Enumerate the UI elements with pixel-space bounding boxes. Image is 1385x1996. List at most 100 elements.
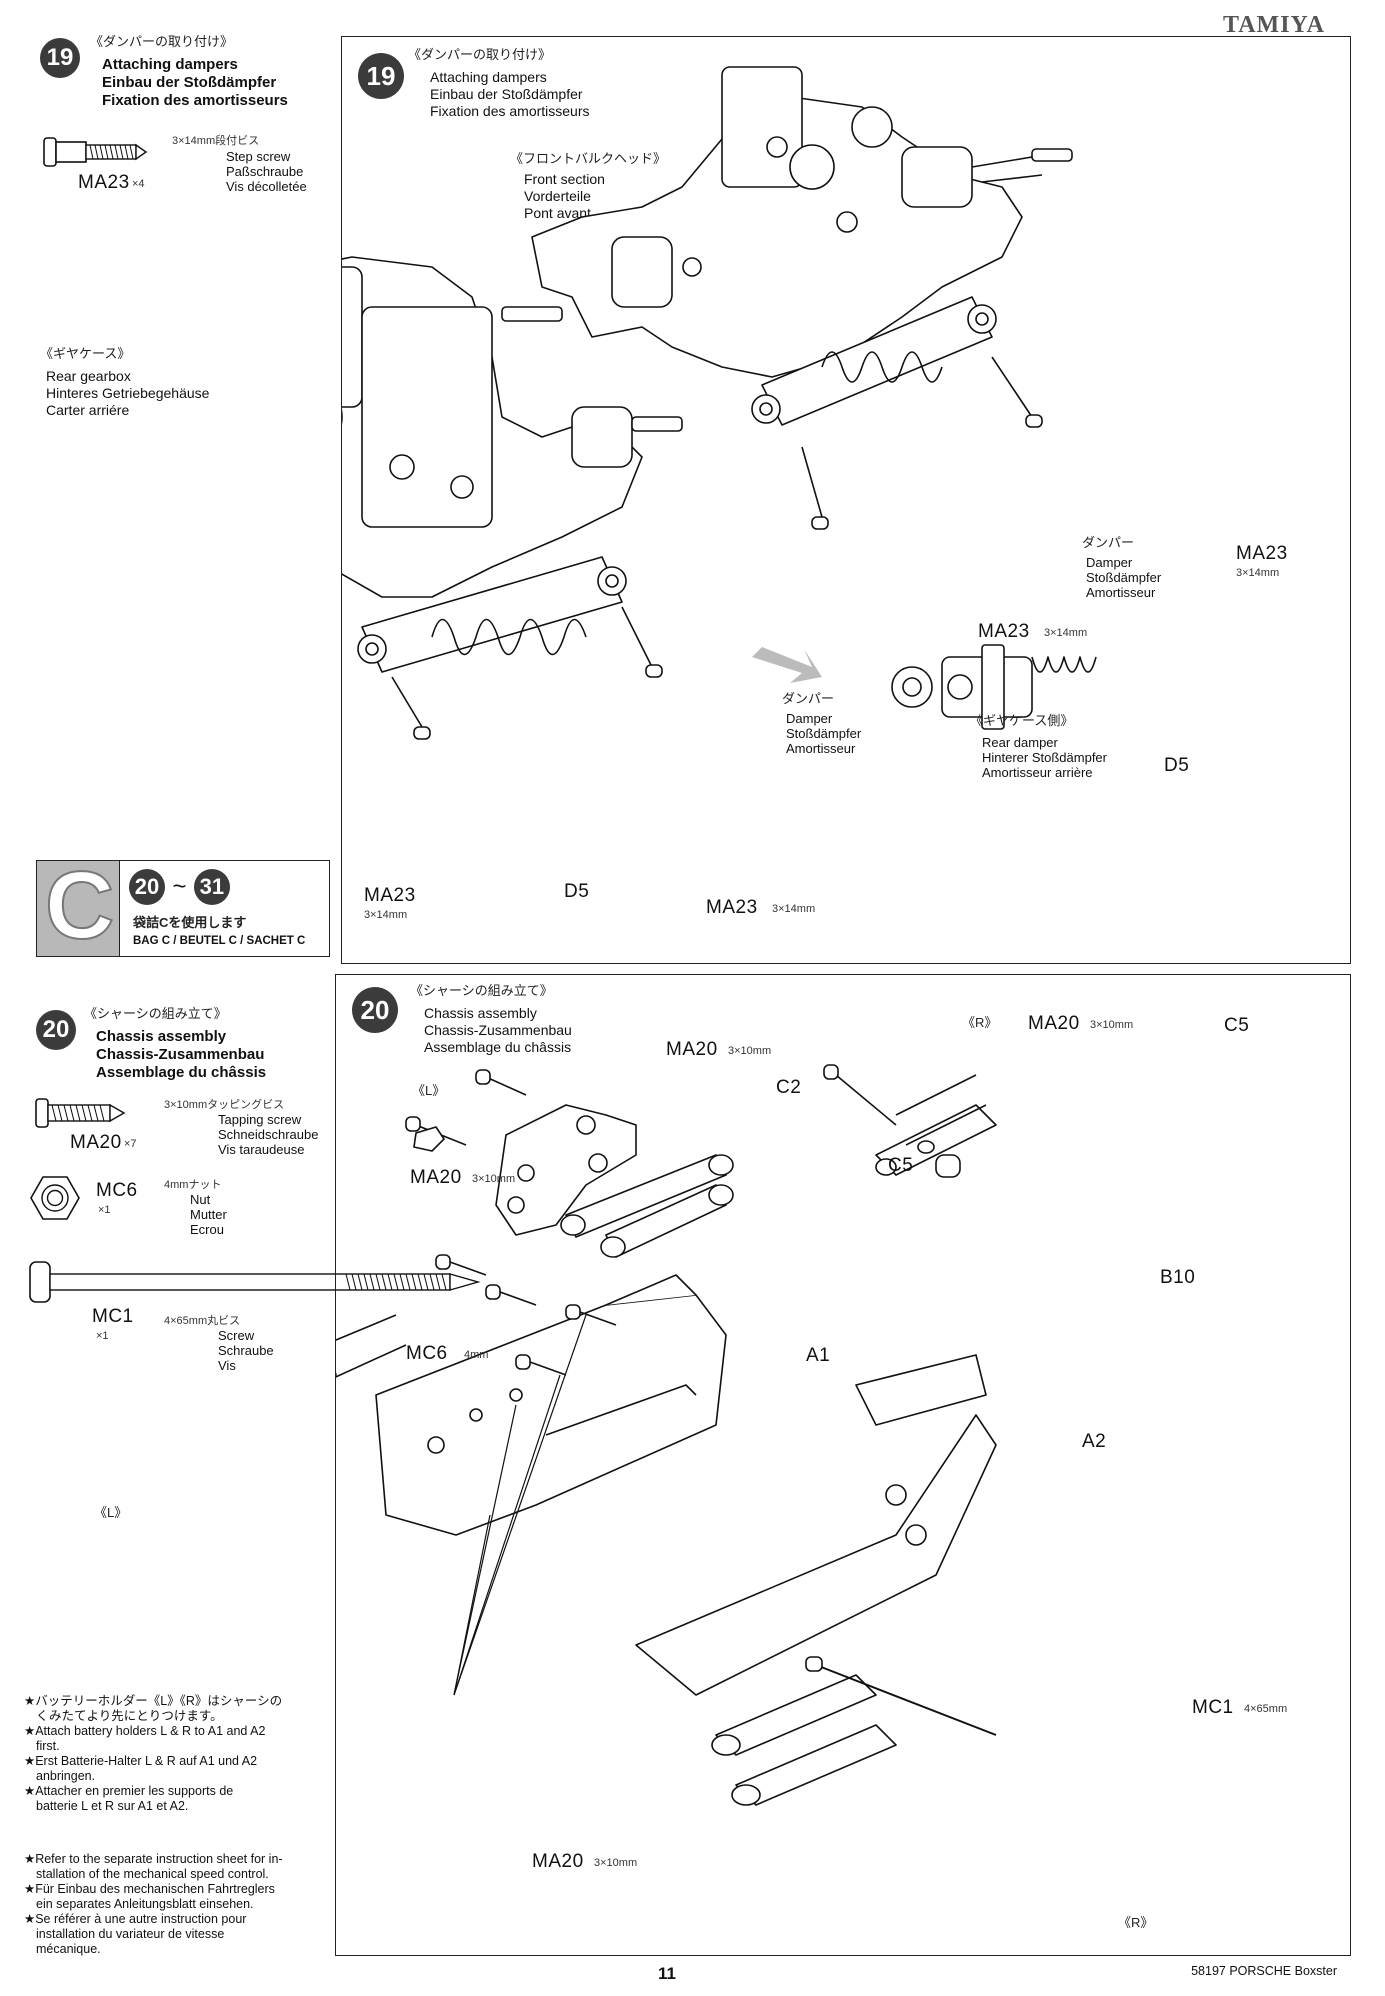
nut-icon: [30, 1174, 80, 1222]
mc6-callout-size: 4mm: [464, 1349, 489, 1361]
step-19-panel-en: Attaching dampers: [430, 69, 547, 85]
note-line: first.: [36, 1739, 60, 1753]
damper-jp-right: ダンパー: [1082, 535, 1135, 550]
part-mc1-fr: Vis: [218, 1358, 236, 1373]
note-line: ★Attach battery holders L & R to A1 and …: [24, 1724, 266, 1738]
ma20-callout-top: MA20: [666, 1039, 718, 1060]
ma23-callout-bottom-size: 3×14mm: [1044, 627, 1088, 639]
ma23-callout-right-size: 3×14mm: [1236, 567, 1280, 579]
l-callout-top: 《L》: [412, 1083, 446, 1098]
ma20-callout-right-size: 3×10mm: [1090, 1019, 1134, 1031]
step-19-fr-title: Fixation des amortisseurs: [102, 92, 288, 109]
rear-damper-en: Rear damper: [982, 735, 1058, 750]
bag-range-sep: ~: [172, 873, 187, 900]
step-20-drawing: [336, 1064, 997, 1806]
step-19-jp-title: 《ダンパーの取り付け》: [90, 34, 234, 49]
note-line: ★Se référer à une autre instruction pour: [24, 1912, 247, 1926]
rear-damper-de: Hinterer Stoßdämpfer: [982, 750, 1107, 765]
part-mc6-en: Nut: [190, 1192, 211, 1207]
c5-callout-center: C5: [888, 1155, 914, 1176]
part-mc1-code: MC1: [92, 1306, 134, 1327]
note-speed-control: ★Refer to the separate instruction sheet…: [24, 1852, 324, 1957]
part-ma20-code: MA20: [70, 1132, 122, 1153]
b10-callout: B10: [1160, 1267, 1196, 1288]
part-ma20-de: Schneidschraube: [218, 1127, 319, 1142]
part-mc6-code: MC6: [96, 1180, 138, 1201]
page-number: 11: [658, 1964, 676, 1983]
part-ma20-en: Tapping screw: [218, 1112, 302, 1127]
part-mc6-fr: Ecrou: [190, 1222, 224, 1237]
l-callout-bottom: 《L》: [94, 1505, 128, 1520]
part-ma23-qty: ×4: [132, 178, 145, 190]
ma20-callout-left: MA20: [410, 1167, 462, 1188]
part-ma23-size: 3×14mm段付ビス: [172, 135, 260, 147]
model-name: 58197 PORSCHE Boxster: [1191, 1964, 1337, 1978]
ma20-callout-bottom: MA20: [532, 1851, 584, 1872]
rear-gearbox-de: Hinteres Getriebegehäuse: [46, 385, 210, 401]
bag-jp: 袋詰Cを使用します: [133, 915, 247, 930]
step-19-en-title: Attaching dampers: [102, 56, 238, 73]
part-mc1-de: Schraube: [218, 1343, 274, 1358]
step-20-badge: 20: [36, 1010, 76, 1050]
rear-gearbox-jp: 《ギヤケース》: [40, 346, 131, 361]
step-20-en-title: Chassis assembly: [96, 1028, 227, 1045]
note-line: ★バッテリーホルダー《L》《R》はシャーシの: [24, 1694, 283, 1708]
ma23-callout-left: MA23: [364, 885, 416, 906]
bag-range-to: 31: [193, 869, 230, 905]
ma23-callout-right: MA23: [1236, 543, 1288, 564]
part-ma20-size: 3×10mmタッピングビス: [164, 1099, 285, 1111]
rear-gearbox-fr: Carter arriére: [46, 402, 130, 418]
brand-logo: TAMIYA: [1222, 12, 1325, 38]
step-20-panel-en: Chassis assembly: [424, 1005, 537, 1021]
front-section-jp: 《フロントバルクヘッド》: [510, 151, 667, 166]
rear-gearbox-en: Rear gearbox: [46, 368, 131, 384]
step-19-badge: 19: [40, 38, 80, 78]
part-mc1-size: 4×65mm丸ビス: [164, 1315, 241, 1327]
ma20-callout-top-size: 3×10mm: [728, 1045, 772, 1057]
note-battery-holders: ★バッテリーホルダー《L》《R》はシャーシの くみたてより先にとりつけます。 ★…: [24, 1694, 324, 1814]
bag-range-from: 20: [129, 869, 165, 905]
note-line: ★Erst Batterie-Halter L & R auf A1 und A…: [24, 1754, 258, 1768]
step-19-panel: 19 《ダンパーの取り付け》 Attaching dampers Einbau …: [341, 36, 1351, 964]
ma20-callout-bottom-size: 3×10mm: [594, 1857, 638, 1869]
r-callout-bottom: 《R》: [1118, 1915, 1154, 1930]
damper-fr-center: Amortisseur: [786, 741, 856, 756]
rear-damper-fr: Amortisseur arrière: [982, 765, 1093, 780]
step-19-panel-badge: 19: [358, 53, 404, 99]
note-line: batterie L et R sur A1 et A2.: [36, 1799, 189, 1813]
step-20-panel-badge: 20: [352, 987, 398, 1033]
note-line: stallation of the mechanical speed contr…: [36, 1867, 269, 1881]
part-ma23-fr: Vis décolletée: [226, 179, 307, 194]
ma23-callout-center-size: 3×14mm: [772, 903, 816, 915]
note-line: ★Refer to the separate instruction sheet…: [24, 1852, 283, 1866]
rear-damper-jp: 《ギヤケース側》: [970, 713, 1074, 728]
part-mc6-qty: ×1: [98, 1204, 111, 1216]
tapping-screw-icon: [34, 1096, 130, 1130]
step-19-panel-fr: Fixation des amortisseurs: [430, 103, 590, 119]
part-ma20-qty: ×7: [124, 1138, 137, 1150]
step-20-de-title: Chassis-Zusammenbau: [96, 1046, 265, 1063]
note-line: ★Attacher en premier les supports de: [24, 1784, 234, 1798]
bag-letter: C: [44, 851, 115, 960]
step-19-drawing: [342, 66, 1097, 740]
bag-range: 20 ~ 31: [129, 869, 230, 905]
ma20-callout-left-size: 3×10mm: [472, 1173, 516, 1185]
mc1-callout: MC1: [1192, 1697, 1234, 1718]
a2-callout: A2: [1082, 1431, 1107, 1452]
bag-c-box: C 20 ~ 31 袋詰Cを使用します BAG C / BEUTEL C / S…: [36, 851, 330, 960]
d5-callout-center: D5: [564, 881, 590, 902]
part-ma20-fr: Vis taraudeuse: [218, 1142, 305, 1157]
ma23-callout-left-size: 3×14mm: [364, 909, 408, 921]
damper-de-center: Stoßdämpfer: [786, 726, 862, 741]
bag-letter-tile: C: [37, 851, 120, 960]
mc1-callout-size: 4×65mm: [1244, 1703, 1288, 1715]
note-line: installation du variateur de vitesse: [36, 1927, 225, 1941]
part-mc1-en: Screw: [218, 1328, 255, 1343]
step-20-panel-de: Chassis-Zusammenbau: [424, 1022, 572, 1038]
c2-callout: C2: [776, 1077, 802, 1098]
part-mc6-size: 4mmナット: [164, 1179, 222, 1191]
note-line: mécanique.: [36, 1942, 101, 1956]
damper-de-right: Stoßdämpfer: [1086, 570, 1162, 585]
step-19-panel-jp: 《ダンパーの取り付け》: [408, 47, 552, 62]
step-20-fr-title: Assemblage du châssis: [96, 1064, 267, 1081]
